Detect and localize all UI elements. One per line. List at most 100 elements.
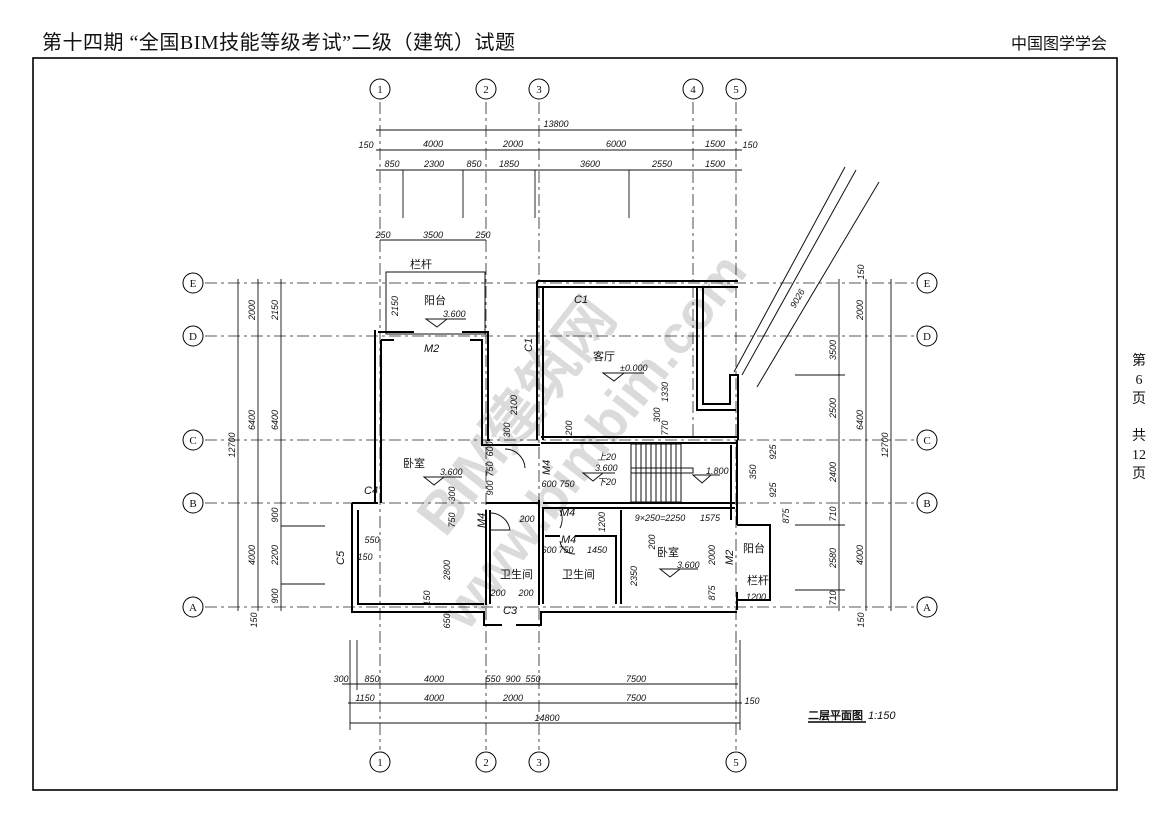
axis-label-3: 3 bbox=[536, 84, 542, 96]
dim-text: 2150 bbox=[270, 300, 280, 321]
balcony-label: 阳台 bbox=[424, 293, 446, 307]
dim-text: 2000 bbox=[502, 139, 523, 149]
dim-text: 200 bbox=[647, 534, 657, 550]
dim-text: 550 bbox=[485, 674, 500, 684]
dim-text: 550 bbox=[525, 674, 540, 684]
door-label: M4 bbox=[561, 534, 576, 546]
axis-label-2: 2 bbox=[483, 84, 489, 96]
dim-text: 9×250=2250 bbox=[635, 513, 686, 523]
dim-text: 2000 bbox=[855, 300, 865, 321]
dim-text: 1500 bbox=[705, 159, 725, 169]
dim-text: 1330 bbox=[660, 382, 670, 402]
elevation-text: ±0.000 bbox=[620, 363, 647, 373]
dim-text: 2350 bbox=[629, 566, 639, 587]
door-label: M4 bbox=[560, 507, 575, 519]
dim-text: 850 bbox=[466, 159, 481, 169]
dim-overall: 14800 bbox=[534, 713, 559, 723]
dim-text: 3500 bbox=[423, 230, 443, 240]
dim-text: 350 bbox=[748, 464, 758, 479]
plan-scale: 1:150 bbox=[868, 710, 896, 722]
dim-text: 600 bbox=[485, 441, 495, 456]
axis-bubbles bbox=[182, 78, 938, 773]
dim-text: 2580 bbox=[828, 548, 838, 569]
axis-label-e: E bbox=[190, 278, 197, 290]
page-number: 6 bbox=[1135, 373, 1143, 388]
dim-text: 150 bbox=[422, 590, 432, 605]
door-label: M4 bbox=[541, 460, 553, 475]
living-room-label: 客厅 bbox=[593, 349, 615, 363]
dim-text: 7500 bbox=[626, 693, 646, 703]
dim-text: 750 bbox=[558, 545, 573, 555]
dim-text: 2100 bbox=[509, 395, 519, 416]
dim-text: 4000 bbox=[424, 693, 444, 703]
dim-text: 875 bbox=[781, 508, 791, 524]
opening-labels: M2 C1 C1 M4 M4 M4 M4 C3 C4 C5 M2 bbox=[335, 294, 736, 617]
dim-text: 900 bbox=[485, 480, 495, 495]
dim-text: 6400 bbox=[270, 410, 280, 430]
dim-text: 150 bbox=[358, 140, 373, 150]
dim-text: 2500 bbox=[828, 398, 838, 419]
dim-text: 200 bbox=[518, 514, 534, 524]
right-dimensions: 12700 150 2000 6400 4000 150 3500 2500 2… bbox=[748, 264, 890, 627]
elevation-text: 3.600 bbox=[677, 560, 700, 570]
elevation-markers bbox=[422, 318, 720, 578]
axis-label-c: C bbox=[923, 435, 930, 447]
dim-text: 4000 bbox=[424, 674, 444, 684]
dim-text: 150 bbox=[357, 552, 372, 562]
axis-label-c: C bbox=[189, 435, 196, 447]
dim-text: 1200 bbox=[746, 592, 766, 602]
dim-text: 6400 bbox=[855, 410, 865, 430]
dim-overall: 12700 bbox=[880, 432, 890, 457]
dim-text: 6000 bbox=[606, 139, 626, 149]
total-pages: 12 bbox=[1132, 448, 1146, 463]
door-label: M2 bbox=[424, 343, 439, 355]
window-label: C5 bbox=[335, 550, 347, 565]
bedroom-label: 卧室 bbox=[657, 545, 679, 559]
walls bbox=[351, 271, 771, 626]
dim-text: 3600 bbox=[580, 159, 600, 169]
dim-text: 925 bbox=[768, 444, 778, 460]
plan-title: 二层平面图 bbox=[808, 709, 863, 722]
axis-label-2: 2 bbox=[483, 757, 489, 769]
bottom-dimensions: 300 850 4000 550 900 550 7500 1150 4000 … bbox=[333, 674, 759, 723]
stair-down-text: 下20 bbox=[597, 477, 616, 487]
drawing-frame bbox=[32, 57, 1118, 791]
interior-dimensions: 2150 2100 300 200 1330 300 770 600 750 9… bbox=[357, 287, 806, 628]
exam-title: 第十四期 “全国BIM技能等级考试”二级（建筑）试题 bbox=[42, 32, 516, 54]
dim-text: 200 bbox=[517, 588, 533, 598]
staircase bbox=[630, 443, 694, 503]
dim-text: 2550 bbox=[651, 159, 672, 169]
dim-text: 9026 bbox=[788, 287, 807, 309]
dim-text: 650 bbox=[442, 613, 452, 628]
dim-text: 900 bbox=[270, 507, 280, 522]
dim-text: 1150 bbox=[355, 693, 374, 703]
dim-text: 1450 bbox=[587, 545, 607, 555]
page-label: 第 bbox=[1132, 354, 1146, 369]
window-label: C4 bbox=[364, 485, 378, 497]
axis-label-3: 3 bbox=[536, 757, 542, 769]
door-swings bbox=[489, 448, 576, 555]
dim-text: 750 bbox=[559, 479, 574, 489]
axis-label-b: B bbox=[923, 498, 930, 510]
elevation-text: 3.600 bbox=[443, 309, 466, 319]
railing-label: 栏杆 bbox=[747, 573, 769, 587]
dim-text: 200 bbox=[489, 588, 505, 598]
window-label: C1 bbox=[523, 338, 535, 352]
page-label: 页 bbox=[1132, 392, 1146, 407]
dim-text: 4000 bbox=[247, 545, 257, 565]
dim-text: 250 bbox=[374, 230, 390, 240]
dim-text: 2800 bbox=[442, 560, 452, 581]
top-dimensions: 13800 150 4000 2000 6000 1500 150 850 23… bbox=[358, 119, 757, 240]
door-label: M2 bbox=[724, 550, 736, 565]
dim-text: 850 bbox=[364, 674, 379, 684]
bathroom-label: 卫生间 bbox=[562, 567, 595, 581]
dim-text: 250 bbox=[474, 230, 490, 240]
grid-lines bbox=[205, 102, 915, 750]
axis-label-5: 5 bbox=[733, 84, 739, 96]
dim-text: 2150 bbox=[390, 296, 400, 317]
dim-text: 300 bbox=[502, 422, 512, 437]
dim-text: 150 bbox=[742, 140, 757, 150]
dimension-lines bbox=[237, 129, 892, 730]
dim-text: 1850 bbox=[499, 159, 519, 169]
